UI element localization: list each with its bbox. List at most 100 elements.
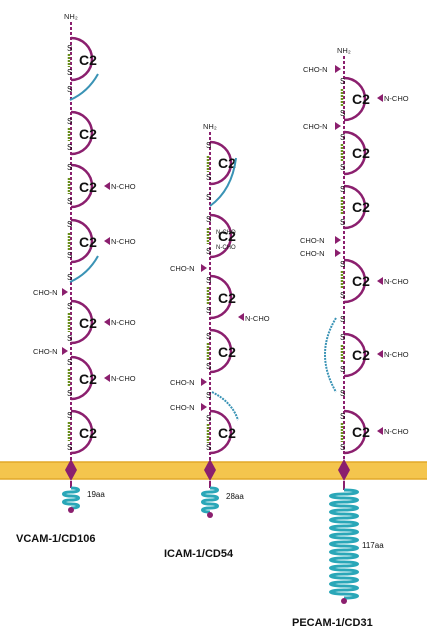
- glycan-label-left: CHO-N: [33, 347, 58, 356]
- pecam1-protein: NH₂ CHO-N C2 S S N-CHO CHO-N C2 S S C2: [292, 46, 409, 629]
- icam1-protein: NH₂ C2 S S S C2 S S N-CHO N-CHO CHO-N C2: [164, 122, 270, 560]
- sulfur-label: S: [67, 358, 72, 367]
- domain-label: C2: [79, 234, 97, 250]
- sulfur-label: S: [67, 443, 72, 452]
- sulfur-label: S: [67, 197, 72, 206]
- glycan-marker: [377, 427, 383, 435]
- glycan-marker: [104, 182, 110, 190]
- glycan-marker: [62, 288, 68, 296]
- glycan-label-left: CHO-N: [303, 65, 328, 74]
- icam1-domain-2: C2 S S N-CHO N-CHO: [206, 215, 236, 257]
- pecam1-tether: [325, 318, 336, 392]
- inner-glycan-label: N-CHO: [216, 230, 236, 236]
- vcam1-domain-3: C2 S S N-CHO: [67, 163, 136, 207]
- domain-label: C2: [352, 145, 370, 161]
- sulfur-label: S: [340, 365, 345, 374]
- inner-glycan-label: N-CHO: [216, 245, 236, 251]
- domain-label: C2: [352, 273, 370, 289]
- glycan-label: N-CHO: [384, 350, 409, 359]
- domain-label: C2: [352, 91, 370, 107]
- glycan-label-left: CHO-N: [300, 249, 325, 258]
- glycan-marker: [335, 249, 341, 257]
- sulfur-label: S: [67, 163, 72, 172]
- domain-label: C2: [352, 424, 370, 440]
- sulfur-label: S: [206, 414, 211, 423]
- glycan-label-left: CHO-N: [170, 378, 195, 387]
- domain-label: C2: [352, 199, 370, 215]
- sulfur-label: S: [340, 185, 345, 194]
- glycan-label-left: CHO-N: [170, 264, 195, 273]
- sulfur-label: S: [340, 291, 345, 300]
- vcam1-tail-end: [68, 507, 74, 513]
- sulfur-label: S: [206, 141, 211, 150]
- pecam1-cytoplasmic-tail: [331, 490, 358, 598]
- pecam1-name: PECAM-1/CD31: [292, 617, 373, 629]
- vcam1-domain-6: C2 S S N-CHO: [67, 357, 136, 399]
- sulfur-label: S: [67, 251, 72, 260]
- pecam1-domain-6: C2 S S N-CHO: [340, 411, 409, 453]
- vcam1-nh2-label: NH₂: [64, 12, 78, 21]
- glycan-label: N-CHO: [111, 318, 136, 327]
- sulfur-label: S: [67, 117, 72, 126]
- sulfur-label: S: [67, 389, 72, 398]
- glycan-marker: [335, 122, 341, 130]
- vcam1-domain-4: C2 S S N-CHO: [67, 220, 136, 262]
- glycan-label: N-CHO: [384, 277, 409, 286]
- glycan-marker: [377, 277, 383, 285]
- domain-label: C2: [218, 425, 236, 441]
- domain-label: C2: [79, 52, 97, 68]
- glycan-marker: [201, 378, 207, 386]
- sulfur-label: S: [206, 215, 211, 224]
- glycan-marker: [238, 313, 244, 321]
- vcam1-tether-2: [70, 256, 98, 282]
- glycan-marker: [104, 374, 110, 382]
- sulfur-label: S: [340, 218, 345, 227]
- glycan-label: N-CHO: [384, 94, 409, 103]
- glycan-marker: [104, 318, 110, 326]
- glycan-label: N-CHO: [111, 237, 136, 246]
- vcam1-name: VCAM-1/CD106: [16, 533, 95, 545]
- pecam1-tail-end: [341, 598, 347, 604]
- glycan-label-left: CHO-N: [33, 288, 58, 297]
- sulfur-label: S: [340, 109, 345, 118]
- pecam1-domain-5: C2 S S N-CHO: [340, 333, 409, 376]
- glycan-label-left: CHO-N: [170, 403, 195, 412]
- glycan-marker: [335, 236, 341, 244]
- sulfur-label: S: [67, 220, 72, 229]
- sulfur-label: S: [340, 163, 345, 172]
- sulfur-label: S: [206, 173, 211, 182]
- glycan-label-left: CHO-N: [303, 122, 328, 131]
- glycan-marker: [377, 94, 383, 102]
- icam1-tail-end: [207, 512, 213, 518]
- domain-label: C2: [79, 315, 97, 331]
- glycan-label: N-CHO: [111, 374, 136, 383]
- vcam1-tether-1: [70, 74, 98, 100]
- glycan-marker: [335, 65, 341, 73]
- vcam1-domain-5: C2 S S N-CHO: [67, 301, 136, 343]
- icam1-name: ICAM-1/CD54: [164, 548, 234, 560]
- sulfur-label: S: [340, 333, 345, 342]
- sulfur-label: S: [206, 276, 211, 285]
- sulfur-label: S: [67, 334, 72, 343]
- sulfur-label: S: [67, 273, 72, 282]
- sulfur-label: S: [67, 302, 72, 311]
- sulfur-label: S: [206, 306, 211, 315]
- pecam1-domain-4: C2 S S N-CHO: [340, 260, 409, 302]
- glycan-marker: [377, 350, 383, 358]
- domain-label: C2: [218, 344, 236, 360]
- sulfur-label: S: [340, 315, 345, 324]
- pecam1-tail-length: 117aa: [362, 541, 384, 550]
- sulfur-label: S: [340, 412, 345, 421]
- glycan-marker: [201, 403, 207, 411]
- domain-label: C2: [79, 425, 97, 441]
- sulfur-label: S: [67, 44, 72, 53]
- pecam1-nh2-label: NH₂: [337, 46, 351, 55]
- pecam1-domain-1: C2 S S N-CHO: [340, 77, 409, 120]
- glycan-label: N-CHO: [245, 314, 270, 323]
- glycan-label-left: CHO-N: [300, 236, 325, 245]
- sulfur-label: S: [340, 443, 345, 452]
- sulfur-label: S: [67, 68, 72, 77]
- vcam1-cytoplasmic-tail: [64, 488, 79, 508]
